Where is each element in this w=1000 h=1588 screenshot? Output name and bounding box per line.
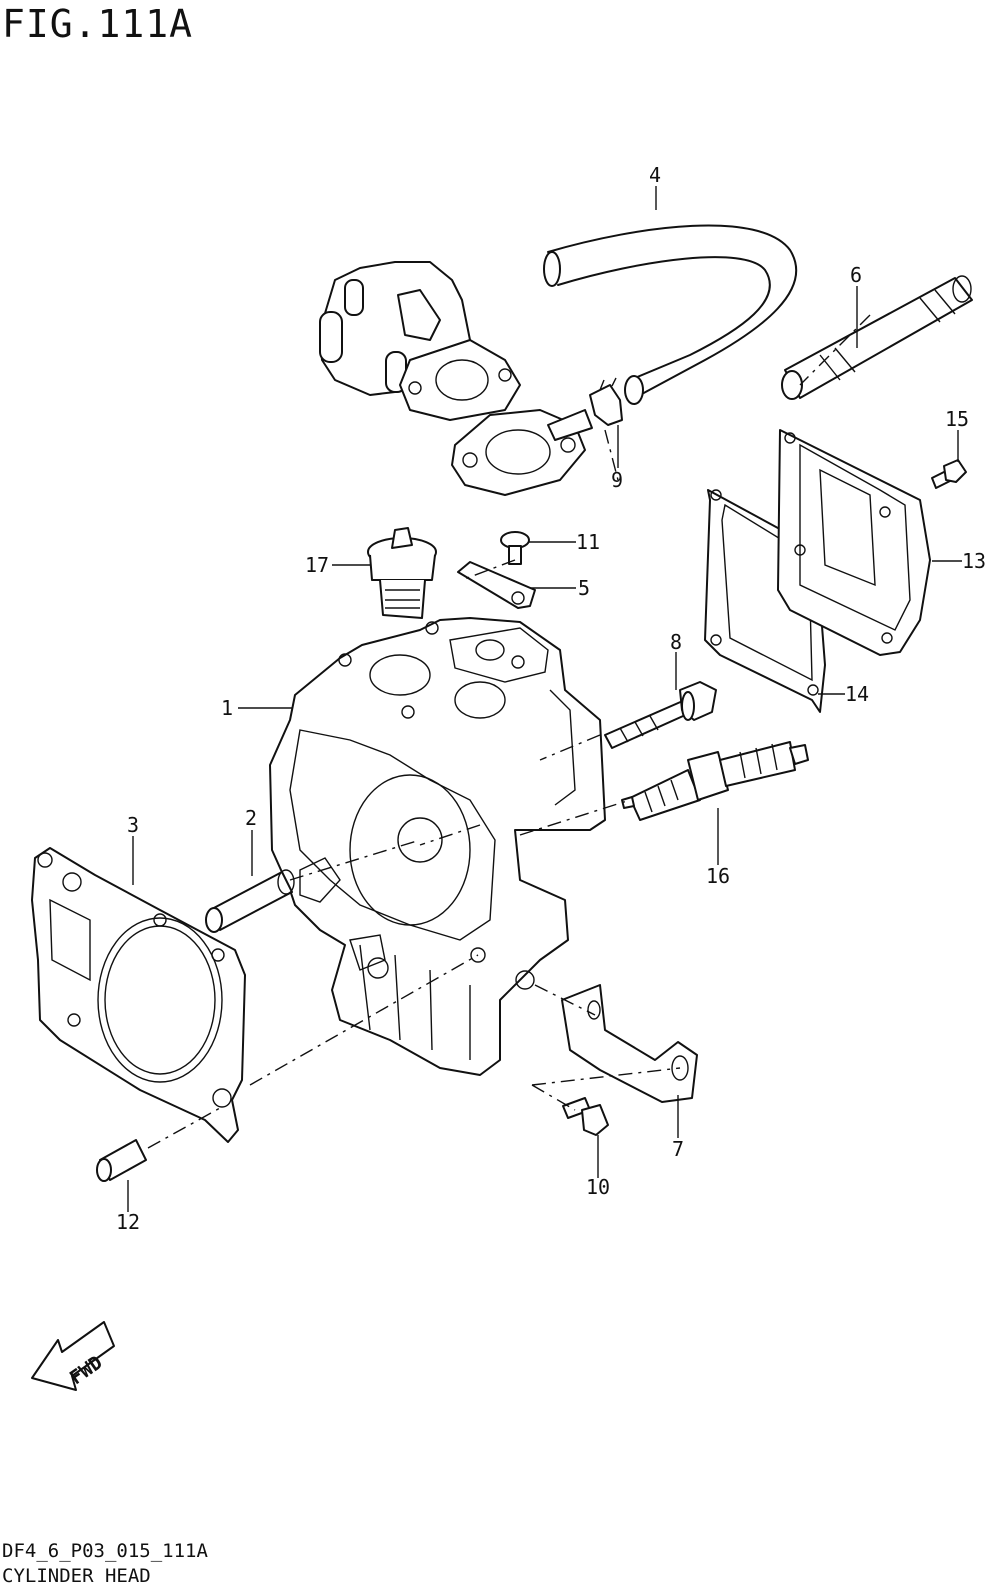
callout-12: 12 (116, 1210, 140, 1234)
callout-11: 11 (576, 530, 600, 554)
head-gasket (31, 847, 246, 1143)
callout-numbers: 4 6 15 9 11 5 17 1 2 3 8 13 14 16 7 10 1… (116, 163, 986, 1234)
alignment-lines (147, 314, 871, 1149)
callout-6: 6 (850, 263, 862, 287)
callout-3: 3 (127, 813, 139, 837)
dowel-pin (205, 869, 295, 933)
callout-2: 2 (245, 806, 257, 830)
water-pipe (781, 275, 973, 400)
figure-title: FIG.111A (2, 2, 194, 46)
callout-8: 8 (670, 630, 682, 654)
callout-16: 16 (706, 864, 730, 888)
bolt-15 (931, 459, 967, 489)
dowel-pin-12 (96, 1139, 147, 1182)
callout-1: 1 (221, 696, 233, 720)
callout-10: 10 (586, 1175, 610, 1199)
hose-clip (589, 377, 623, 426)
hose (543, 224, 798, 405)
callout-4: 4 (649, 163, 661, 187)
spark-plug (621, 741, 809, 821)
water-cover (777, 429, 931, 656)
thermostat-cover (319, 261, 593, 496)
figure-code: DF4_6_P03_015_111A (2, 1540, 208, 1562)
callout-7: 7 (672, 1137, 684, 1161)
fwd-arrow-icon: FWD (31, 1321, 115, 1391)
screw-11 (500, 531, 530, 565)
callout-17: 17 (305, 553, 329, 577)
callout-13: 13 (962, 549, 986, 573)
callout-15: 15 (945, 407, 969, 431)
callout-5: 5 (578, 576, 590, 600)
callout-14: 14 (845, 682, 869, 706)
cylinder-head (269, 617, 606, 1076)
bolt-8 (604, 681, 717, 749)
plate-5 (457, 561, 536, 609)
leader-lines (127, 186, 962, 1212)
bracket (561, 984, 698, 1103)
thermostat (367, 527, 437, 619)
bolt-10 (562, 1097, 609, 1136)
callout-9: 9 (611, 468, 623, 492)
figure-name: CYLINDER HEAD (2, 1565, 151, 1587)
